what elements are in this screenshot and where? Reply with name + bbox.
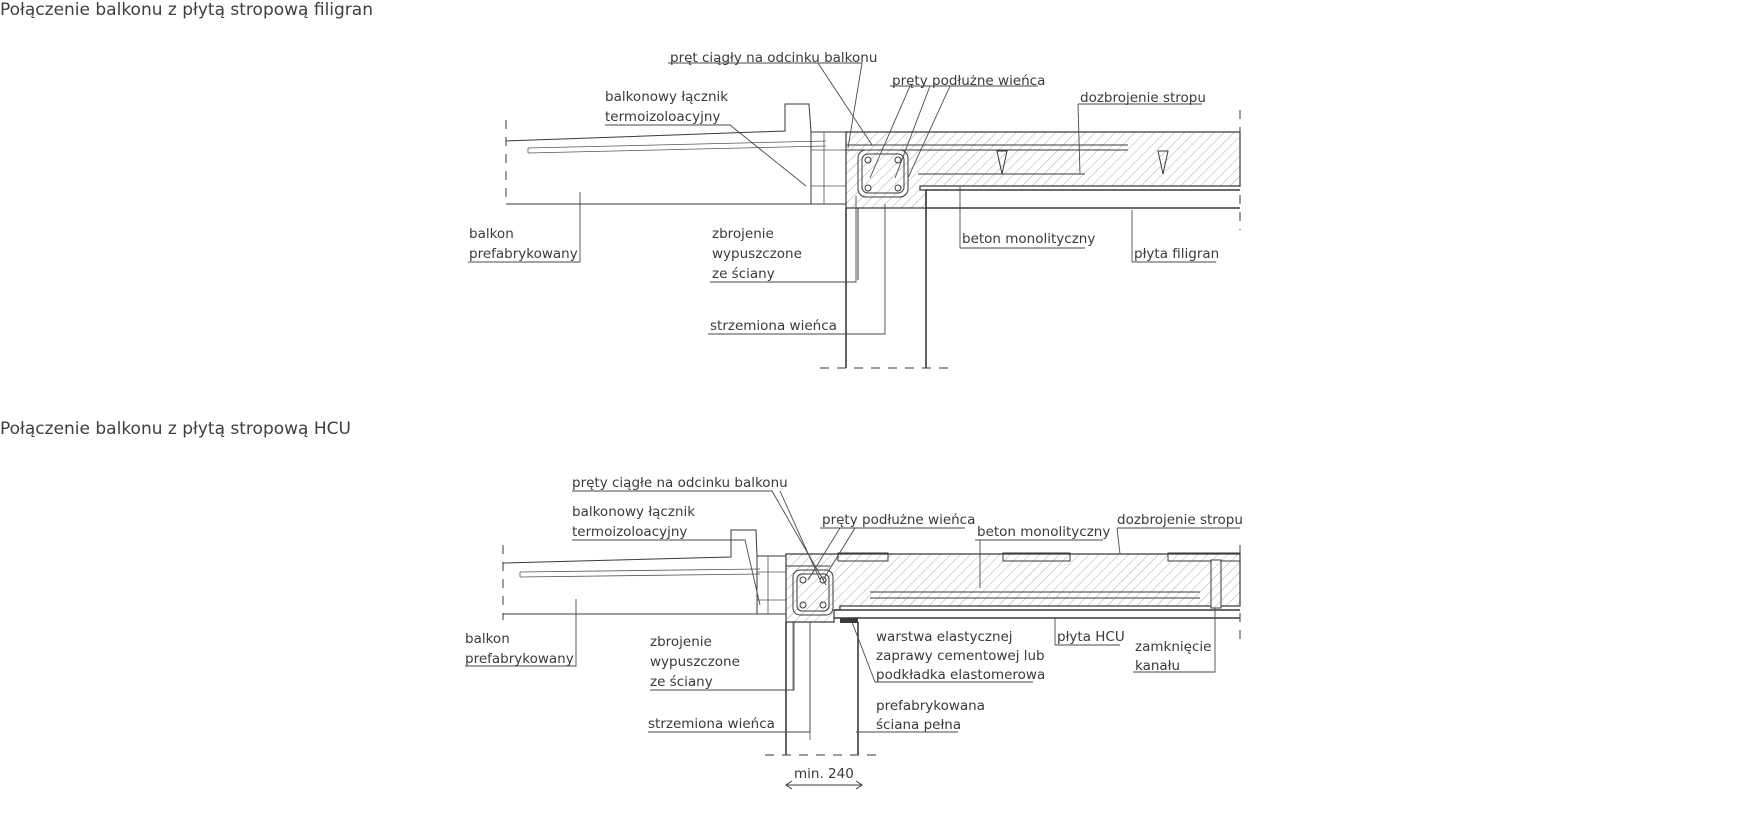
label-hcu-balkon-1: balkon — [465, 631, 510, 647]
reinforcement-hcu — [786, 565, 834, 616]
balcony-slab — [505, 103, 827, 205]
label-hcu-plyta: płyta HCU — [1057, 629, 1125, 645]
wall-hcu — [765, 618, 880, 756]
detail-filigran: pręt ciągły na odcinku balkonu pręty pod… — [468, 50, 1241, 369]
section-title-filigran: Połączenie balkonu z płytą stropową fili… — [0, 0, 373, 20]
thermal-connector — [810, 131, 847, 205]
label-hcu-lacznik-2: termoizoloacyjny — [572, 524, 687, 540]
monolithic-concrete — [845, 131, 1241, 209]
hcu-slab — [834, 545, 1241, 640]
thermal-connector-hcu — [756, 555, 787, 615]
label-dozbrojenie: dozbrojenie stropu — [1080, 90, 1206, 106]
label-hcu-balkon-2: prefabrykowany — [465, 651, 574, 667]
label-pret-ciagly: pręt ciągły na odcinku balkonu — [670, 50, 877, 66]
detail-hcu: pręty ciągłe na odcinku balkonu balkonow… — [465, 475, 1243, 790]
label-plyta: płyta filigran — [1134, 246, 1219, 262]
label-hcu-zbrojenie-1: zbrojenie — [650, 634, 712, 650]
label-hcu-zbrojenie-2: wypuszczone — [650, 654, 740, 670]
reinforcement — [846, 144, 1169, 198]
leaders-filigran — [468, 62, 1216, 335]
label-hcu-zbrojenie-3: ze ściany — [650, 674, 713, 690]
label-hcu-lacznik-1: balkonowy łącznik — [572, 504, 695, 520]
label-hcu-warstwa-2: zaprawy cementowej lub — [876, 648, 1045, 664]
label-hcu-strzemiona: strzemiona wieńca — [648, 716, 775, 732]
label-hcu-zamkniecie-2: kanału — [1135, 658, 1180, 674]
label-balkon-2: prefabrykowany — [469, 246, 578, 262]
label-hcu-wymiar: min. 240 — [794, 766, 854, 782]
label-hcu-zamkniecie-1: zamknięcie — [1135, 639, 1211, 655]
label-hcu-beton: beton monolityczny — [977, 524, 1110, 540]
wall-filigran — [820, 208, 950, 369]
label-hcu-sciana-1: prefabrykowana — [876, 698, 985, 714]
label-zbrojenie-2: wypuszczone — [712, 246, 802, 262]
leaders-hcu — [465, 490, 1240, 733]
label-zbrojenie-3: ze ściany — [712, 266, 775, 282]
label-hcu-dozbrojenie: dozbrojenie stropu — [1117, 512, 1243, 528]
label-balkon-1: balkon — [469, 226, 514, 242]
label-hcu-prety-ciagle: pręty ciągłe na odcinku balkonu — [572, 475, 788, 491]
monolithic-concrete-hcu — [785, 553, 1241, 623]
balcony-slab-hcu — [502, 529, 790, 620]
label-hcu-prety-podluzne: pręty podłużne wieńca — [822, 512, 975, 528]
section-title-hcu: Połączenie balkonu z płytą stropową HCU — [0, 419, 351, 439]
label-strzemiona: strzemiona wieńca — [710, 318, 837, 334]
dimension-min-240 — [785, 780, 863, 790]
label-hcu-sciana-2: ściana pełna — [876, 717, 961, 733]
filigran-slab — [925, 110, 1241, 230]
label-beton: beton monolityczny — [962, 231, 1095, 247]
label-prety-podluzne: pręty podłużne wieńca — [892, 73, 1045, 89]
label-zbrojenie-1: zbrojenie — [712, 226, 774, 242]
label-lacznik-2: termoizoloacyjny — [605, 109, 720, 125]
label-hcu-warstwa-3: podkładka elastomerowa — [876, 667, 1045, 683]
label-lacznik-1: balkonowy łącznik — [605, 89, 728, 105]
label-hcu-warstwa-1: warstwa elastycznej — [876, 629, 1013, 645]
